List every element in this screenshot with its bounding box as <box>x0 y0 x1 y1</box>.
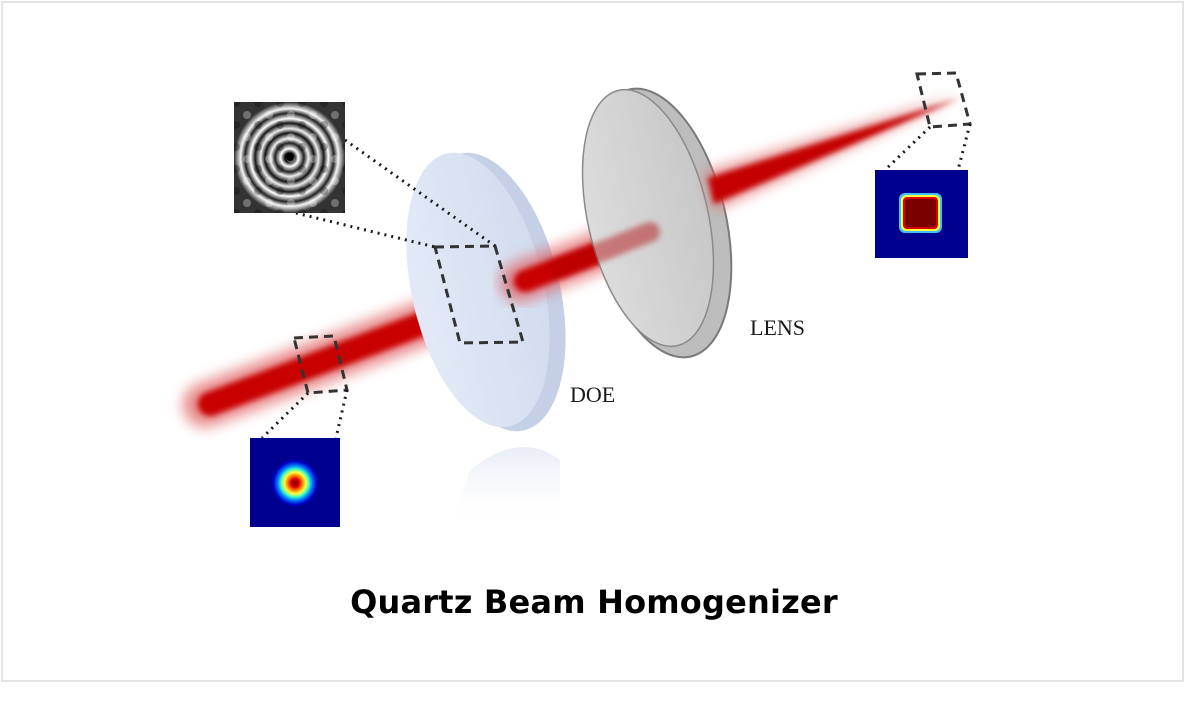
doe-sample-box <box>433 244 525 345</box>
phase-pattern-inset <box>234 102 345 213</box>
flat-top-profile-inset <box>875 170 968 258</box>
output-leader-left <box>883 125 932 172</box>
lens-label: LENS <box>750 315 805 340</box>
phase-leader-top <box>344 138 496 248</box>
phase-leader-bottom <box>295 211 436 249</box>
doe-label: DOE <box>570 382 615 407</box>
output-leader-right <box>956 123 972 171</box>
beam-through-lens <box>550 222 660 278</box>
page-title: Quartz Beam Homogenizer <box>350 583 838 621</box>
focused-beam <box>705 96 960 210</box>
input-leader-right <box>334 389 349 439</box>
doe-reflection <box>450 447 560 530</box>
doe-plate <box>406 152 566 432</box>
output-beam-sample-box <box>915 71 972 129</box>
lens <box>581 87 733 359</box>
gaussian-profile-inset <box>250 438 340 527</box>
